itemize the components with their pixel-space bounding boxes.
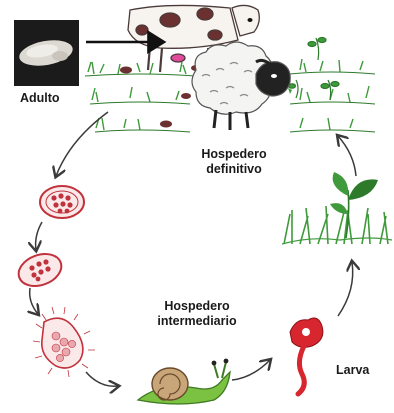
adult-fluke-photo bbox=[14, 20, 79, 86]
definitive-host-line2: definitivo bbox=[196, 162, 272, 177]
pasture-scene bbox=[85, 5, 375, 132]
larva-label: Larva bbox=[336, 363, 369, 378]
egg-illustration bbox=[40, 186, 84, 218]
intermediate-host-label: Hospedero intermediario bbox=[154, 299, 240, 329]
definitive-host-line1: Hospedero bbox=[196, 147, 272, 162]
sporocyst-illustration bbox=[33, 307, 95, 377]
snail-illustration bbox=[138, 359, 230, 404]
intermediate-host-line2: intermediario bbox=[154, 314, 240, 329]
definitive-host-label: Hospedero definitivo bbox=[196, 147, 272, 177]
miracidium-illustration bbox=[14, 248, 66, 291]
intermediate-host-line1: Hospedero bbox=[154, 299, 240, 314]
sheep-illustration bbox=[192, 42, 292, 130]
adult-label: Adulto bbox=[20, 91, 60, 106]
grass-illustration bbox=[282, 172, 392, 244]
larva-illustration bbox=[290, 318, 323, 394]
